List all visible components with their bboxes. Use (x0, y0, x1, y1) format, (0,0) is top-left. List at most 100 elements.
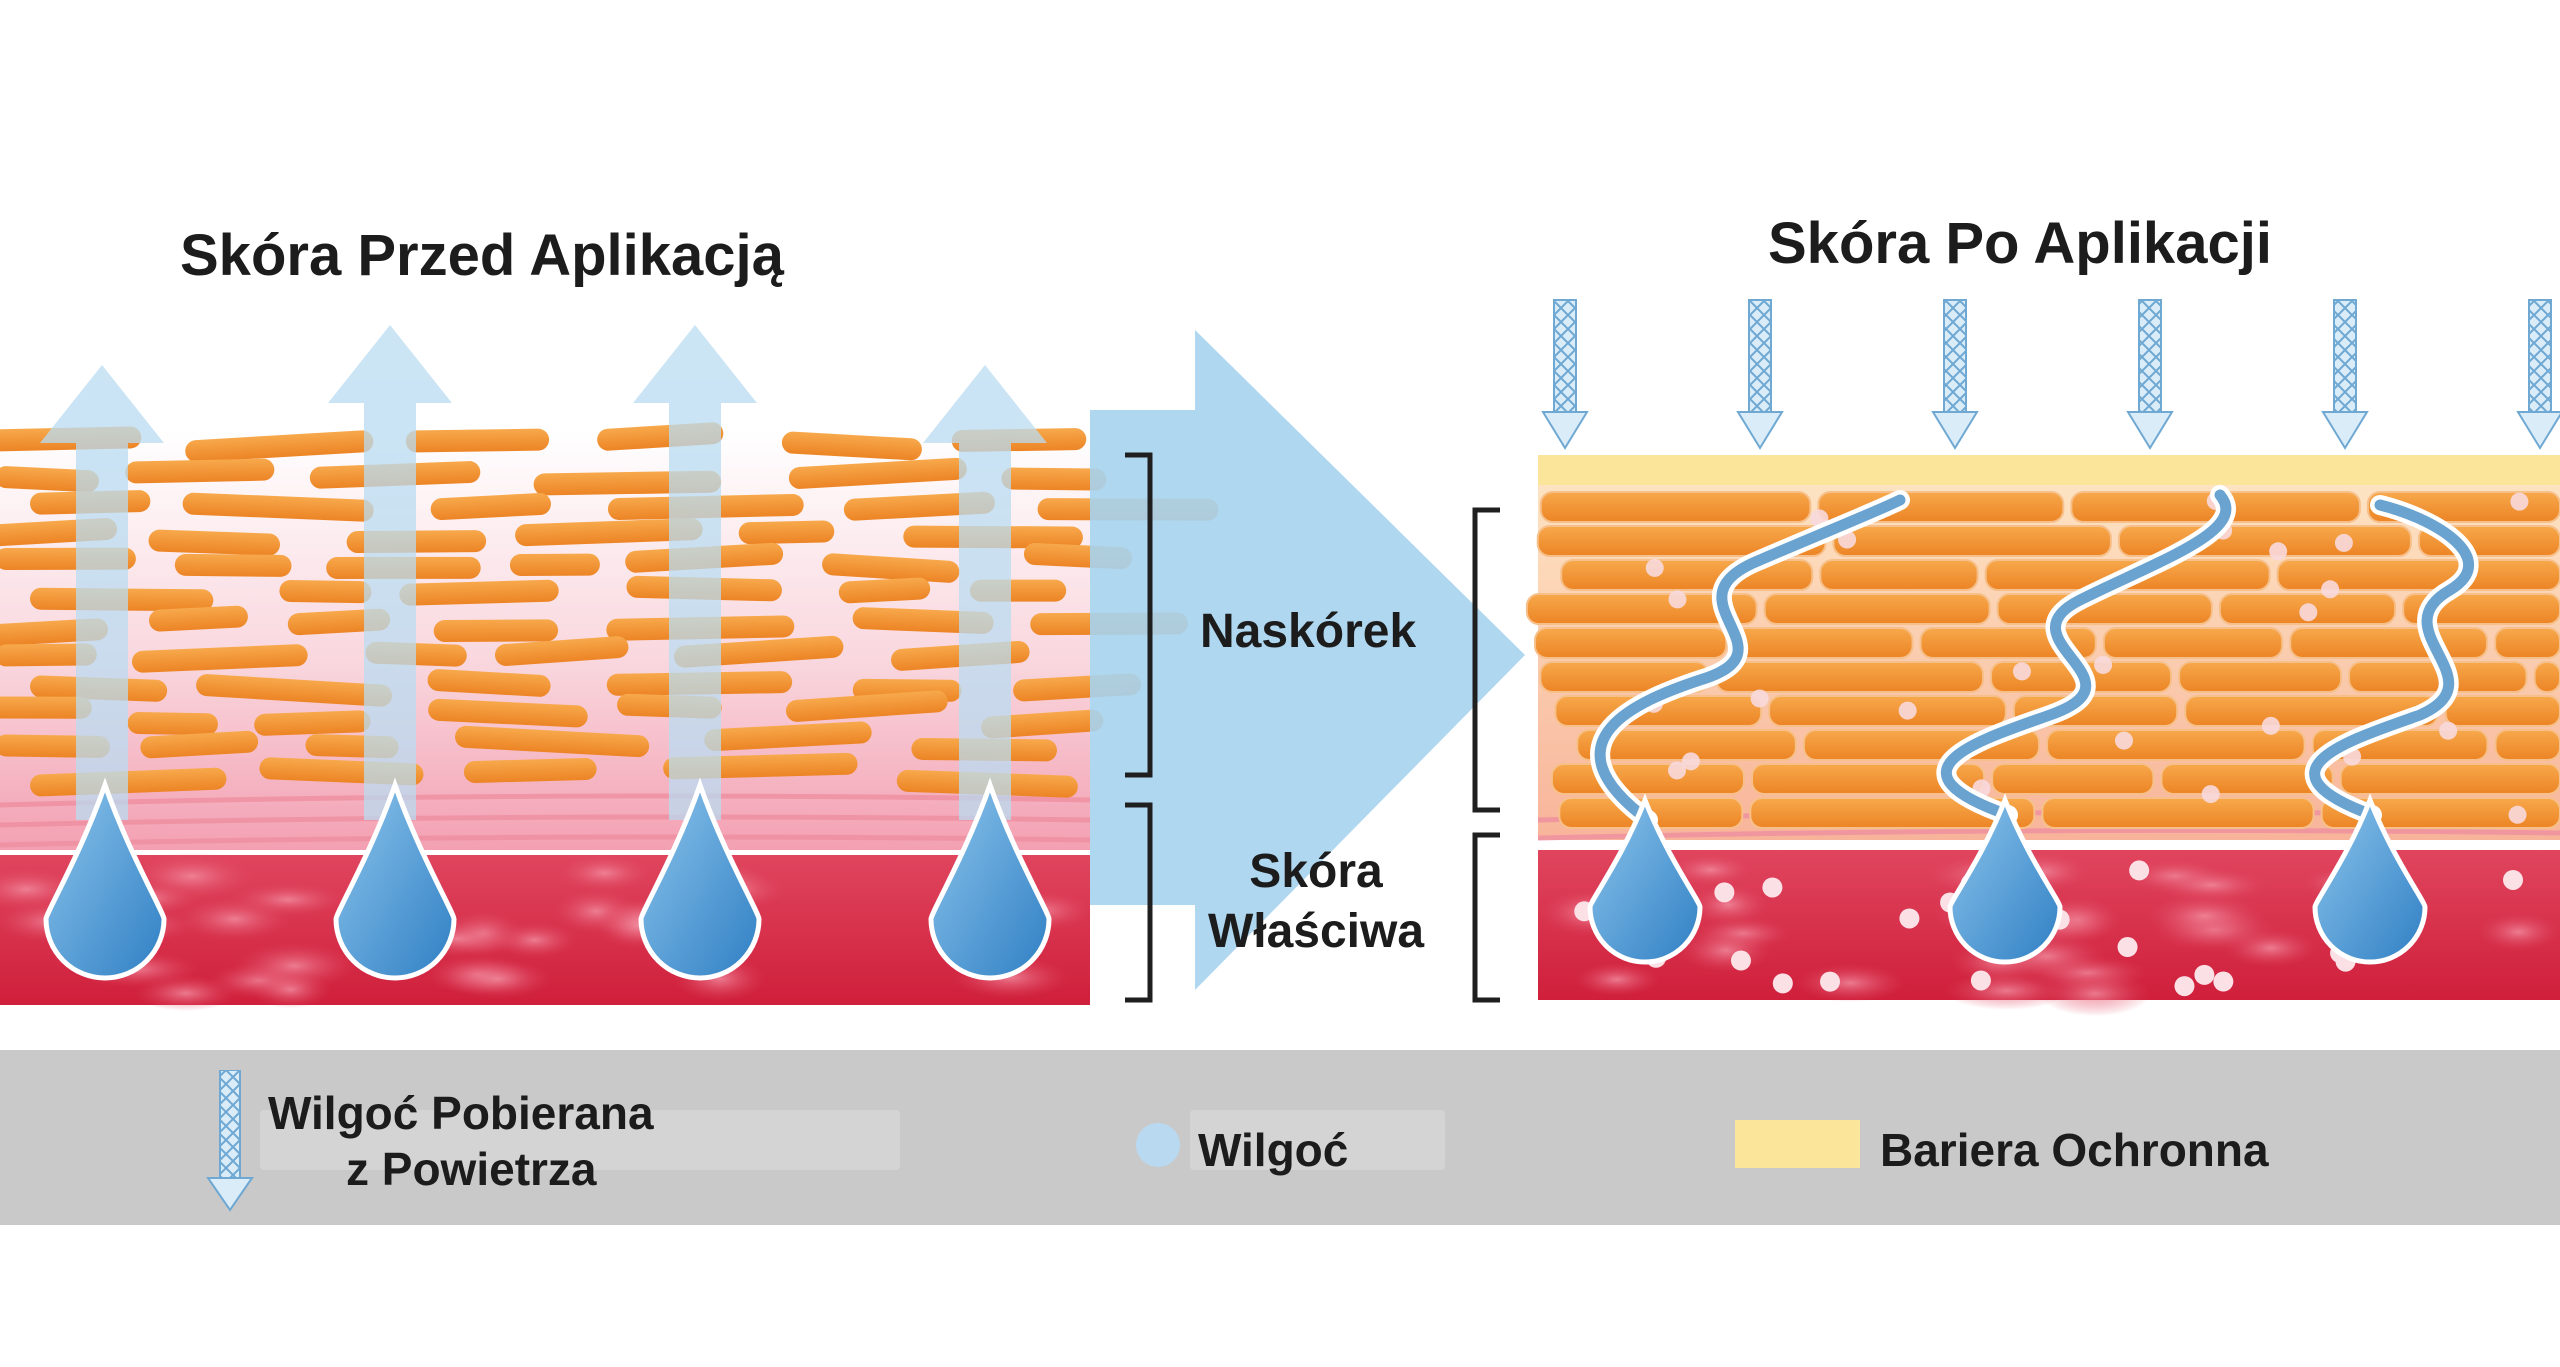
moisture-dot (2174, 976, 2195, 997)
moisture-dot (2508, 805, 2527, 824)
epidermis-cell (509, 553, 600, 576)
moisture-dot (1750, 689, 1769, 708)
droplet-icon (638, 777, 762, 981)
wavy-channel-icon (1590, 485, 2479, 830)
dermis-spot (2154, 867, 2269, 903)
label-dermis-line2: Właściwa (1207, 905, 1425, 958)
epidermis-cell (1751, 763, 1986, 795)
epidermis-cell (738, 520, 835, 545)
moisture-dot (1730, 950, 1751, 971)
moisture-dot (2201, 785, 2220, 804)
dermis-spot (2039, 971, 2151, 1017)
moisture-dot (1899, 908, 1920, 929)
epidermis-cell (1001, 467, 1107, 491)
epidermis-cell (131, 644, 308, 673)
moisture-dot (2012, 662, 2031, 681)
droplet-icon (333, 777, 457, 981)
moisture-dot (1714, 882, 1735, 903)
moisture-dot (2439, 721, 2458, 740)
title-after: Skóra Po Aplikacji (1768, 211, 2272, 276)
epidermis-cell (148, 529, 281, 556)
dermis-spot (177, 897, 292, 942)
moisture-drops-after (1587, 793, 2428, 965)
epidermis-cell (1733, 627, 1914, 659)
legend-pad (1190, 1110, 1445, 1170)
epidermis-cell (427, 669, 551, 697)
epidermis-cell (185, 430, 374, 463)
epidermis-cell (1768, 695, 2007, 727)
moisture-dot (2321, 580, 2340, 599)
dermis-spot (556, 854, 653, 892)
dermis-spot (250, 970, 331, 1009)
moisture-drops-before (43, 777, 1052, 981)
moisture-dot (1668, 590, 1687, 609)
downward-arrow-icon (2516, 299, 2560, 450)
moisture-dot (2094, 655, 2113, 674)
epidermis-cell (433, 619, 559, 642)
dermis-spot (2145, 893, 2264, 939)
moisture-dot (1645, 558, 1664, 577)
epidermis-cell (781, 431, 922, 461)
epidermis-cell (463, 758, 597, 783)
legend-air-arrow-icon (206, 1070, 254, 1212)
epidermis-cell (430, 493, 551, 521)
epidermis-cell (981, 709, 1104, 739)
wavy-channel (1940, 489, 2232, 821)
epidermis-cell (1534, 627, 1728, 659)
epidermis-cell (140, 730, 259, 759)
moisture-dot (2261, 716, 2280, 735)
protective-barrier-layer (1538, 455, 2560, 485)
bracket-icon (1125, 452, 1500, 1003)
wavy-channel (1594, 494, 1906, 826)
epidermis-cell (838, 577, 931, 604)
downward-arrow-icon (1736, 299, 1784, 450)
epidermis-cell (2276, 559, 2560, 591)
wavy-channel (2309, 499, 2474, 821)
upward-arrow-icon (40, 365, 164, 820)
droplet-icon (1947, 793, 2063, 965)
dermis-spot (442, 959, 553, 999)
legend-barrier: Bariera Ochronna (1880, 1124, 2269, 1176)
epidermis-cell (0, 696, 92, 719)
legend-air-moisture: Wilgoć Pobierana z Powietrza (268, 1085, 654, 1197)
epidermis-cell (405, 428, 550, 453)
epidermis-cell (0, 466, 99, 493)
moisture-dot (1762, 877, 1783, 898)
moisture-dot (2299, 603, 2318, 622)
epidermis-cell (2160, 763, 2334, 795)
label-dermis: Skóra Właściwa (1186, 842, 1446, 962)
evaporation-arrows (40, 325, 1047, 820)
moisture-dot (2114, 731, 2133, 750)
epidermis-cell (2178, 661, 2343, 693)
legend-moisture-dot-icon (1136, 1123, 1180, 1167)
legend-air-moisture-line2: z Powietrza (346, 1143, 597, 1195)
droplet-icon (1587, 793, 1703, 965)
epidermis-cell (2046, 729, 2306, 761)
downward-arrows (1541, 299, 2560, 450)
legend: Wilgoć Pobierana z Powietrza Wilgoć Bari… (0, 1050, 2560, 1225)
epidermis-cell (1832, 525, 2112, 557)
legend-barrier-swatch (1735, 1120, 1860, 1168)
upward-arrow-icon (923, 365, 1047, 820)
downward-arrow-icon (2321, 299, 2369, 450)
epidermis-cell (2102, 627, 2284, 659)
moisture-dot (2213, 971, 2234, 992)
downward-arrow-icon (2126, 299, 2174, 450)
epidermis-cell (2494, 729, 2560, 761)
epidermis-cell (125, 458, 275, 484)
epidermis-cell (515, 518, 703, 547)
dermis-spot (1668, 853, 1753, 887)
epidermis-cell (2289, 627, 2489, 659)
moisture-dot (2129, 860, 2150, 881)
dermis-spot (1687, 883, 1770, 926)
epidermis-cell (196, 674, 393, 707)
after-panel (1525, 299, 2560, 1017)
epidermis-cell (127, 712, 218, 736)
epidermis-cell (843, 491, 995, 521)
epidermis-cell (1550, 763, 1746, 795)
downward-arrow-icon (1931, 299, 1979, 450)
moisture-dot (2194, 964, 2215, 985)
dermis-spot (1574, 962, 1659, 997)
epidermis-cell (785, 690, 948, 722)
